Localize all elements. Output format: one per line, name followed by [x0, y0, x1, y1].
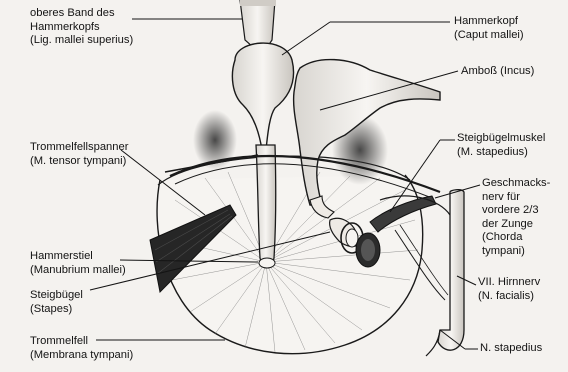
label-line: oberes Band des — [30, 7, 133, 21]
label-line: Hammerstiel — [30, 250, 126, 264]
label-line: Hammerkopfs — [30, 21, 133, 35]
label-n-stapedius: N. stapedius — [480, 342, 542, 356]
label-chorda-tympani: Geschmacks- nerv für vordere 2/3 der Zun… — [482, 177, 550, 258]
label-line: (Caput mallei) — [454, 29, 524, 43]
label-line: (M. tensor tympani) — [30, 155, 128, 169]
label-line: Steigbügel — [30, 289, 83, 303]
label-line: Amboß (Incus) — [461, 65, 534, 79]
label-stapedius-muscle: Steigbügelmuskel (M. stapedius) — [457, 132, 545, 159]
label-line: (Manubrium mallei) — [30, 264, 126, 278]
label-line: (Stapes) — [30, 303, 83, 317]
label-stapes: Steigbügel (Stapes) — [30, 289, 83, 316]
label-caput-mallei: Hammerkopf (Caput mallei) — [454, 15, 524, 42]
label-line: Geschmacks- — [482, 177, 550, 191]
label-tensor-tympani: Trommelfellspanner (M. tensor tympani) — [30, 141, 128, 168]
label-line: Trommelfell — [30, 335, 133, 349]
label-facialis: VII. Hirnnerv (N. facialis) — [478, 276, 540, 303]
label-line: der Zunge — [482, 218, 550, 232]
label-line: (Lig. mallei superius) — [30, 34, 133, 48]
label-line: (N. facialis) — [478, 290, 540, 304]
label-manubrium-mallei: Hammerstiel (Manubrium mallei) — [30, 250, 126, 277]
label-line: nerv für — [482, 191, 550, 205]
label-incus: Amboß (Incus) — [461, 65, 534, 79]
label-lig-mallei-superius: oberes Band des Hammerkopfs (Lig. mallei… — [30, 7, 133, 48]
label-line: tympani) — [482, 245, 550, 259]
label-line: (Membrana tympani) — [30, 349, 133, 363]
label-line: (Chorda — [482, 231, 550, 245]
label-line: Trommelfellspanner — [30, 141, 128, 155]
label-line: Steigbügelmuskel — [457, 132, 545, 146]
label-line: vordere 2/3 — [482, 204, 550, 218]
label-membrana-tympani: Trommelfell (Membrana tympani) — [30, 335, 133, 362]
label-line: VII. Hirnnerv — [478, 276, 540, 290]
label-line: N. stapedius — [480, 342, 542, 356]
label-line: Hammerkopf — [454, 15, 524, 29]
label-line: (M. stapedius) — [457, 146, 545, 160]
